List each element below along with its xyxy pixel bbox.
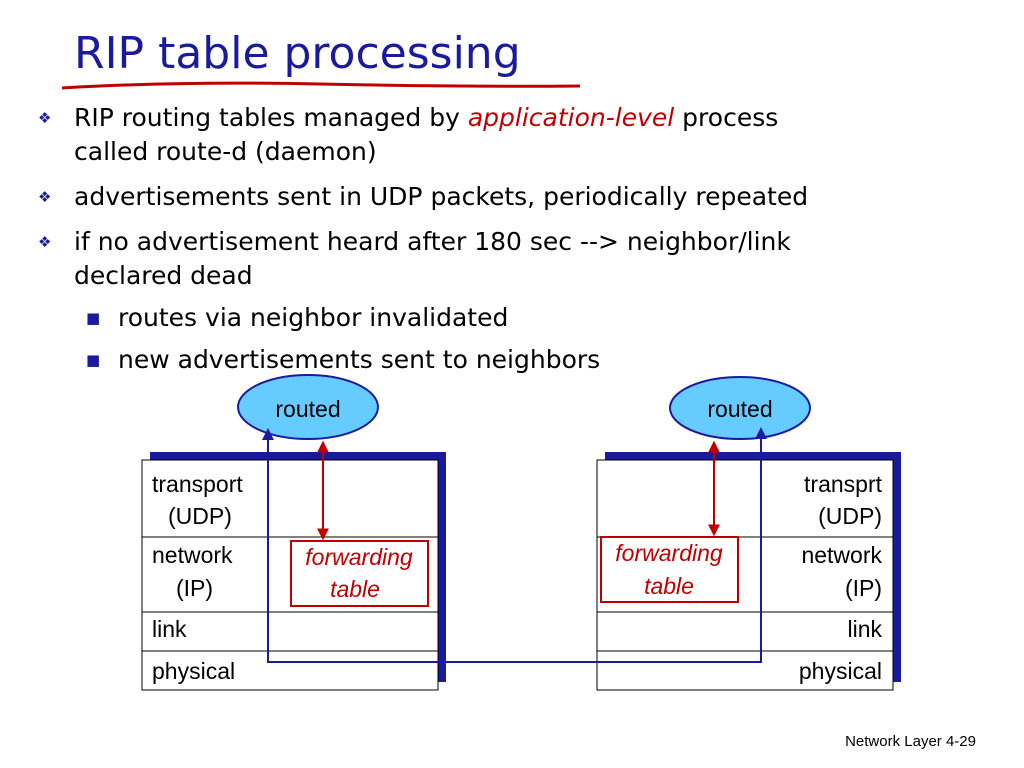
left-forwarding-table-line1: forwarding [305,544,413,570]
bullet-routing-tables: ❖ RIP routing tables managed by applicat… [38,101,854,169]
left-layer-network-line1: network [152,542,233,568]
bullet-highlight-application-level: application-level [467,103,675,132]
bullet-text-1a: RIP routing tables managed by [74,103,468,132]
square-bullet-icon: ■ [86,309,101,327]
slide-title: RIP table processing [74,28,521,79]
right-forwarding-table-line2: table [644,573,694,599]
right-layer-network-line2: (IP) [845,575,882,601]
bullet-advertisements-udp: ❖ advertisements sent in UDP packets, pe… [38,180,974,214]
right-layer-link: link [847,616,882,642]
right-routed-label: routed [707,396,772,422]
diamond-bullet-icon: ❖ [38,188,52,206]
subbullet-text-2: new advertisements sent to neighbors [118,345,601,374]
left-layer-transport-line2: (UDP) [168,503,232,529]
left-layer-physical: physical [152,658,235,684]
left-forwarding-table-box [290,540,429,607]
left-layer-link: link [152,616,187,642]
left-layer-transport-line1: transport [152,471,243,497]
footer-page-number: 4-29 [945,733,976,750]
left-forwarding-table-line2: table [330,576,380,602]
advertisement-path [267,437,762,663]
bullet-no-advertisement: ❖ if no advertisement heard after 180 se… [38,225,874,293]
right-layer-transport-line1: transprt [804,471,883,497]
diamond-bullet-icon: ❖ [38,109,52,127]
right-forwarding-table-box [600,536,739,603]
subbullet-text-1: routes via neighbor invalidated [118,303,509,332]
footer-label: Network Layer [845,733,942,750]
left-host-stack: transport (UDP) network (IP) link physic… [141,452,446,691]
left-path-arrowhead [262,428,274,440]
square-bullet-icon: ■ [86,351,101,369]
subbullet-routes-invalidated: ■ routes via neighbor invalidated [86,301,818,335]
slide-footer: Network Layer 4-29 [845,733,976,750]
bullet-text-2: advertisements sent in UDP packets, peri… [74,182,809,211]
subbullet-new-advertisements: ■ new advertisements sent to neighbors [86,343,818,377]
right-host-stack: transprt (UDP) network (IP) link physica… [596,452,901,691]
title-underline [61,81,581,90]
right-layer-physical: physical [799,658,882,684]
left-routed-label: routed [275,396,340,422]
right-path-arrowhead [755,427,767,439]
diamond-bullet-icon: ❖ [38,233,52,251]
right-routed-daemon: routed [669,376,811,440]
bullet-text-3: if no advertisement heard after 180 sec … [74,227,791,290]
right-layer-network-line1: network [801,542,882,568]
left-routed-daemon: routed [237,374,379,440]
bullet-text-1c: process called route-d (daemon) [74,103,779,166]
left-layer-network-line2: (IP) [176,575,213,601]
right-forwarding-table-line1: forwarding [615,540,723,566]
right-layer-transport-line2: (UDP) [818,503,882,529]
